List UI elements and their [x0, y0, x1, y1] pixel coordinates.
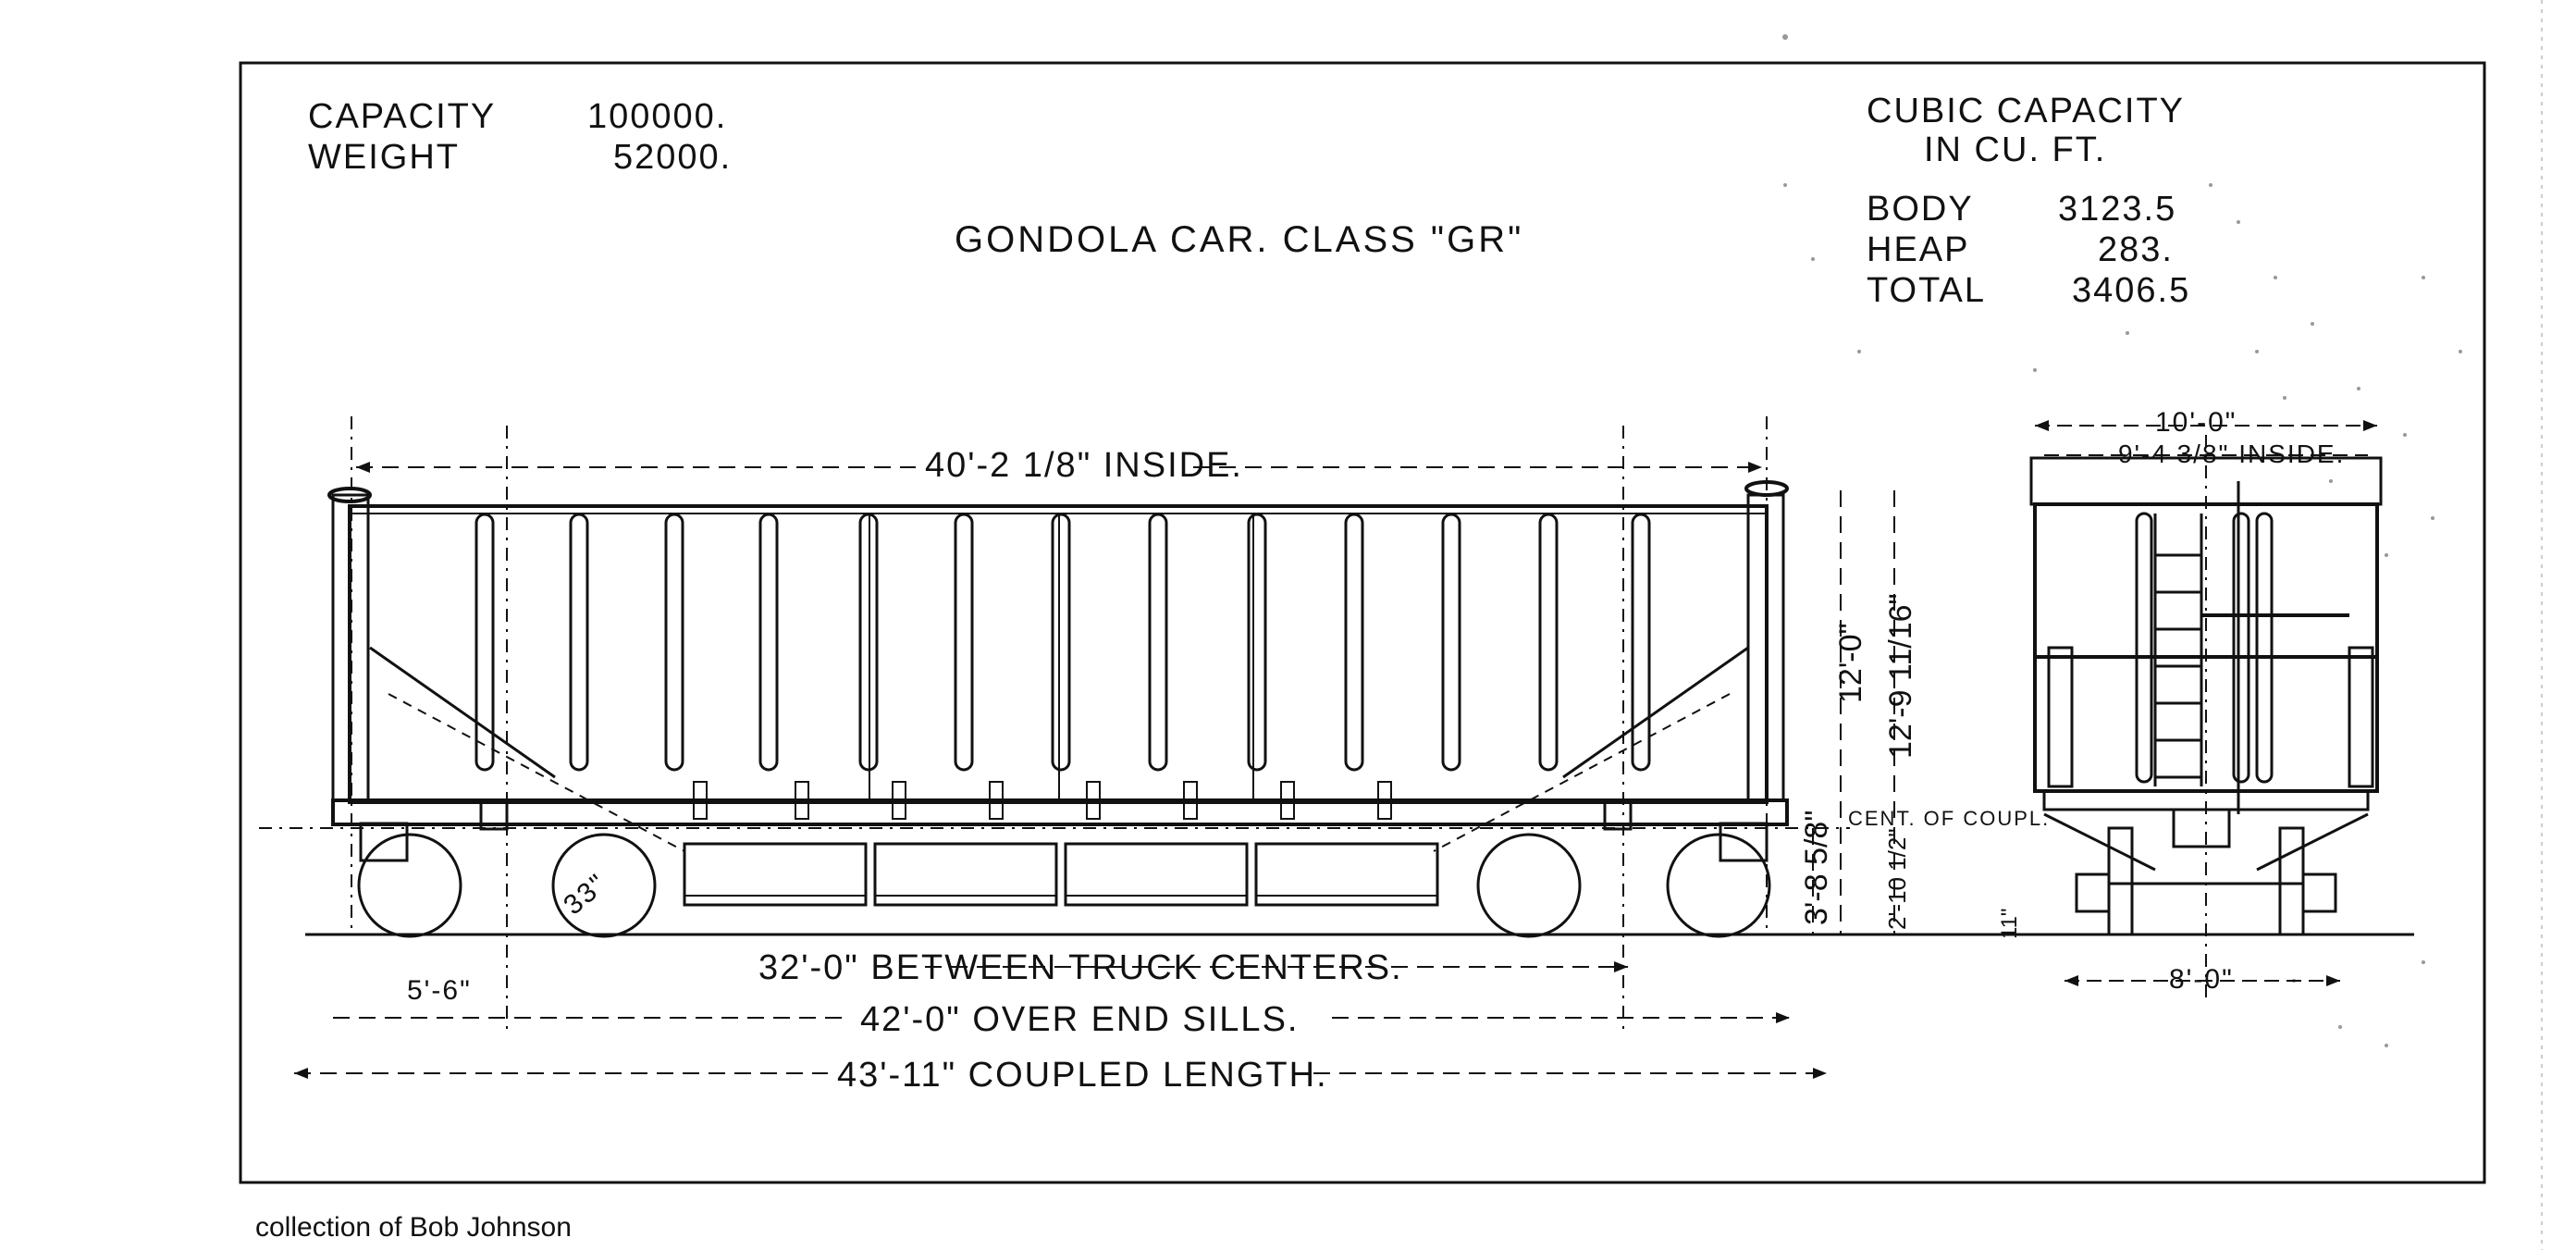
wheel [551, 833, 657, 938]
dim-wheelbase: 5'-6" [407, 975, 472, 1006]
cubic-body-value: 3123.5 [2058, 190, 2176, 229]
dim-height-rail: 11" [1997, 909, 2022, 939]
dim-inside-length: 40'-2 1/8" INSIDE. [925, 446, 1243, 485]
weight-label: WEIGHT [308, 138, 460, 177]
cubic-total-label: TOTAL [1867, 271, 1986, 310]
wheel [357, 833, 462, 938]
cubic-capacity-block: CUBIC CAPACITY IN CU. FT. BODY 3123.5 HE… [1867, 92, 2190, 310]
dim-height-coupler: 3'-8 5/8" [1799, 811, 1834, 925]
dimension-arrows [294, 462, 1827, 1079]
end-dimension-lines [2035, 425, 2377, 982]
cubic-heap-label: HEAP [1867, 230, 1969, 269]
dim-over-end-sills: 42'-0" OVER END SILLS. [860, 1000, 1299, 1039]
scan-speckle [1782, 34, 2462, 1047]
weight-value: 52000. [613, 138, 732, 177]
cubic-heap-value: 283. [2098, 230, 2174, 269]
end-dimension-arrows [2035, 420, 2377, 986]
end-elevation [2029, 435, 2383, 999]
wheel [1476, 833, 1582, 938]
dimension-lines [294, 466, 1895, 1074]
drawing-frame [239, 61, 2486, 1184]
wheel [1666, 833, 1771, 938]
dim-height-overall: 12'-9 11/16" [1883, 593, 1918, 759]
drop-doors [683, 842, 1439, 907]
dim-height-sill: 2'-10 1/2" [1883, 828, 1911, 930]
dim-end-width-outside: 10'-0" [2155, 407, 2237, 438]
dim-end-width-inside: 9'-4 3/8" INSIDE. [2118, 439, 2345, 468]
drawing-title: GONDOLA CAR. CLASS "GR" [955, 219, 1523, 260]
capacity-value: 100000. [587, 97, 727, 136]
dim-end-track-gauge: 8'-0" [2169, 964, 2234, 995]
dim-coupled-length: 43'-11" COUPLED LENGTH. [837, 1056, 1328, 1095]
collection-credit: collection of Bob Johnson [255, 1212, 572, 1243]
dim-center-coupler: CENT. OF COUPL. [1848, 807, 2050, 830]
end-ladder [2153, 514, 2203, 786]
dim-truck-centers: 32'-0" BETWEEN TRUCK CENTERS. [758, 948, 1403, 987]
specs-block: CAPACITY 100000. WEIGHT 52000. [308, 97, 732, 177]
dim-height-body: 12'-0" [1833, 623, 1868, 703]
side-elevation [259, 416, 2414, 1036]
cubic-heading-line2: IN CU. FT. [1924, 130, 2106, 169]
end-post-left [331, 493, 370, 802]
cubic-body-label: BODY [1867, 190, 1974, 229]
brake-wheel-left [327, 487, 372, 503]
cubic-heading-line1: CUBIC CAPACITY [1867, 92, 2185, 130]
wheels [357, 833, 1771, 938]
cubic-total-value: 3406.5 [2072, 271, 2190, 310]
capacity-label: CAPACITY [308, 97, 496, 136]
side-stakes [475, 513, 1651, 772]
dim-wheel-diameter: 33" [558, 868, 613, 921]
